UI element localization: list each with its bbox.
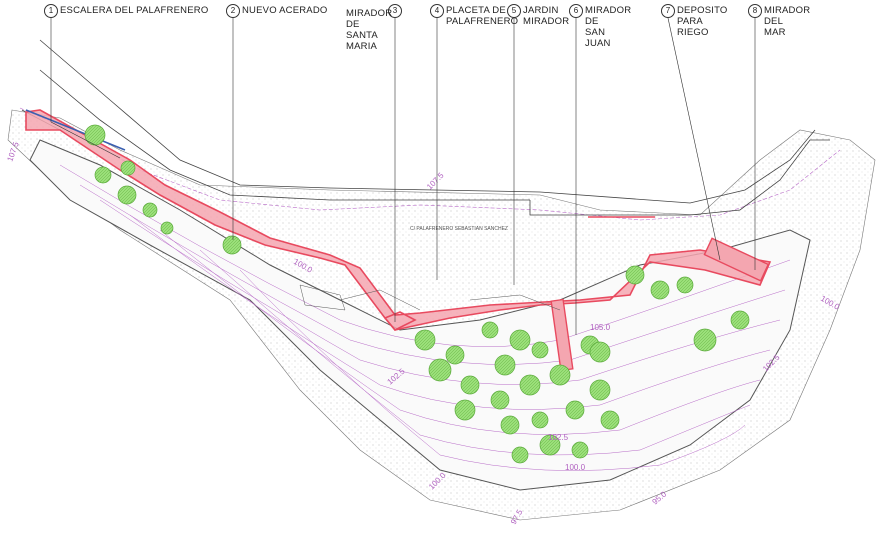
callout-label: NUEVO ACERADO — [242, 5, 328, 16]
callout-leaders — [50, 17, 756, 335]
santa-maria-lookout-outline — [383, 311, 417, 331]
contour-label: 105.0 — [590, 323, 611, 332]
callout-number: 1 — [44, 4, 58, 18]
highlighted-walkway — [25, 109, 772, 331]
callout-number: 6 — [569, 4, 583, 18]
trees — [84, 124, 750, 464]
road-lines — [21, 39, 830, 216]
callout-number: 4 — [430, 4, 444, 18]
contour-label: 100.0 — [565, 463, 586, 472]
callout-number: 8 — [748, 4, 762, 18]
contour-label: 107.5 — [5, 140, 20, 162]
street-label: C/ PALAFRENERO SEBASTIAN SANCHEZ — [410, 226, 508, 232]
callout-number: 7 — [661, 4, 675, 18]
callout-number: 5 — [507, 4, 521, 18]
garden-paths — [299, 284, 561, 311]
contour-label: 102.5 — [548, 433, 569, 442]
contour-lines — [59, 164, 791, 471]
stair-rail — [25, 109, 126, 151]
mirador-del-mar — [703, 237, 770, 282]
contour-label: 107.5 — [425, 171, 446, 192]
callout-number: 2 — [226, 4, 240, 18]
callout-number: 3 — [388, 4, 402, 18]
callout-label: ESCALERA DEL PALAFRENERO — [60, 5, 209, 16]
